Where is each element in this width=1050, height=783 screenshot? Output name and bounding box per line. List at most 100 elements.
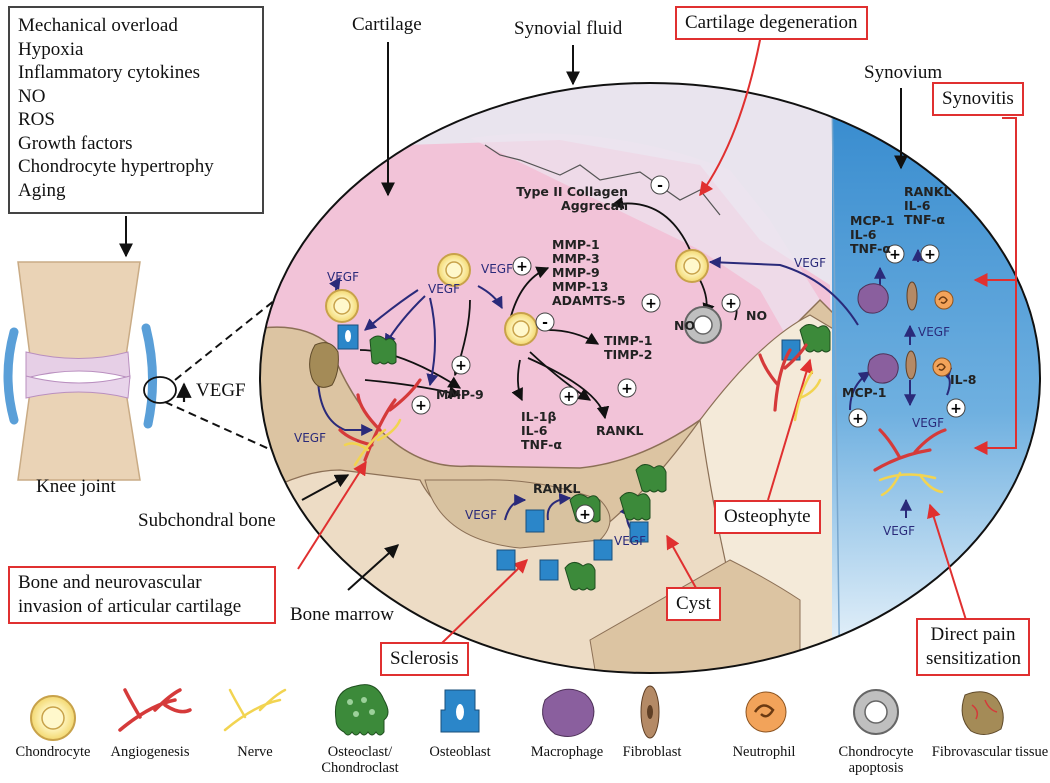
synovial-fluid-label: Synovial fluid bbox=[514, 18, 623, 39]
mediator-timp-group: TIMP-1 TIMP-2 bbox=[604, 334, 652, 362]
mediator-mmp1: MMP-1 bbox=[552, 237, 600, 252]
callout-cyst: Cyst bbox=[666, 587, 721, 621]
vegf-tag: VEGF bbox=[912, 416, 944, 430]
svg-text:+: + bbox=[455, 358, 467, 374]
plus-sign: + bbox=[848, 408, 868, 428]
knee-joint-label: Knee joint bbox=[36, 476, 116, 497]
callout-bone-invasion-line2: invasion of articular cartilage bbox=[18, 596, 242, 617]
subchondral-bone-label: Subchondral bone bbox=[138, 510, 276, 531]
legend-angiogenesis-icon bbox=[118, 688, 192, 732]
mediator-il6-syn: IL-6 bbox=[850, 227, 877, 242]
vegf-tag: VEGF bbox=[794, 256, 826, 270]
mediator-no-a: NO bbox=[674, 318, 696, 333]
mediator-mcp1: MCP-1 bbox=[850, 213, 895, 228]
risk-factor: ROS bbox=[18, 109, 55, 130]
legend-chondrocyte-apoptosis-icon bbox=[853, 689, 899, 735]
chondrocyte-icon bbox=[437, 253, 471, 287]
svg-text:+: + bbox=[924, 247, 936, 263]
callout-direct-pain: Direct pain sensitization bbox=[916, 618, 1030, 676]
cartilage-label: Cartilage bbox=[352, 14, 422, 35]
svg-text:+: + bbox=[415, 398, 427, 414]
plus-sign: + bbox=[946, 398, 966, 418]
mediator-mmp9-b: MMP-9 bbox=[436, 387, 484, 402]
neutrophil-icon bbox=[934, 290, 954, 310]
mediator-synovium-left-group: MCP-1 IL-6 TNF-α bbox=[850, 214, 894, 256]
legend-label-chondrocyte: Chondrocyte bbox=[15, 744, 91, 760]
fibroblast-icon bbox=[905, 350, 917, 380]
plus-sign: + bbox=[617, 378, 637, 398]
mediator-tnfa-syn: TNF-α bbox=[850, 241, 891, 256]
osteoclast-icon bbox=[369, 335, 397, 365]
minus-sign: - bbox=[535, 312, 555, 332]
vegf-tag: VEGF bbox=[614, 534, 646, 548]
legend-label-neutrophil: Neutrophil bbox=[732, 744, 796, 760]
mediator-mmp9: MMP-9 bbox=[552, 265, 600, 280]
mediator-rankl: RANKL bbox=[596, 423, 644, 438]
plus-sign: + bbox=[411, 395, 431, 415]
osteoclast-icon bbox=[619, 492, 651, 521]
fibrovascular-tissue-icon bbox=[309, 342, 339, 388]
vegf-tag: VEGF bbox=[465, 508, 497, 522]
legend-chondrocyte-icon bbox=[30, 695, 76, 741]
vegf-tag: VEGF bbox=[327, 270, 359, 284]
callout-cartilage-degeneration: Cartilage degeneration bbox=[675, 6, 868, 40]
mediator-collagen-line: Type II Collagen bbox=[516, 184, 628, 199]
mediator-collagen: Type II Collagen Aggrecan bbox=[498, 185, 628, 213]
plus-sign: + bbox=[512, 256, 532, 276]
macrophage-icon bbox=[857, 283, 889, 314]
svg-text:+: + bbox=[645, 296, 657, 312]
plus-sign: + bbox=[885, 244, 905, 264]
nerve-icon bbox=[343, 418, 402, 467]
mediator-mcp1-lower: MCP-1 bbox=[842, 385, 887, 400]
mediator-no-b: NO bbox=[746, 308, 768, 323]
knee-joint-illustration bbox=[3, 261, 177, 481]
angiogenesis-icon bbox=[758, 343, 808, 412]
vegf-tag: VEGF bbox=[428, 282, 460, 296]
nerve-icon bbox=[793, 370, 822, 422]
angiogenesis-icon bbox=[338, 378, 422, 462]
callout-bone-invasion-line1: Bone and neurovascular bbox=[18, 572, 202, 593]
legend-label-chondrocyte-apoptosis: Chondrocyte apoptosis bbox=[838, 744, 914, 776]
legend-fibrovascular-tissue-icon bbox=[961, 691, 1004, 735]
mediator-rankl-syn: RANKL bbox=[904, 184, 952, 199]
osteoclast-icon bbox=[635, 464, 667, 493]
chondrocyte-icon bbox=[675, 249, 709, 283]
osteoclast-icon bbox=[564, 562, 596, 591]
plus-sign: + bbox=[920, 244, 940, 264]
svg-text:-: - bbox=[542, 315, 548, 331]
svg-text:+: + bbox=[516, 259, 528, 275]
synovium-label: Synovium bbox=[864, 62, 943, 83]
legend-nerve-icon bbox=[223, 688, 287, 732]
mediator-timp1: TIMP-1 bbox=[604, 333, 653, 348]
legend-fibroblast-icon bbox=[640, 685, 660, 739]
chondrocyte-apoptosis-icon bbox=[684, 306, 722, 344]
osteoblast-icon bbox=[539, 559, 559, 581]
plus-sign: + bbox=[575, 504, 595, 524]
legend-label-osteoclast: Osteoclast/ Chondroclast bbox=[321, 744, 399, 776]
risk-factor: Hypoxia bbox=[18, 38, 84, 60]
callout-pain-line1: Direct pain bbox=[930, 624, 1016, 645]
mediator-mmp3: MMP-3 bbox=[552, 251, 600, 266]
osteoblast-icon bbox=[593, 539, 613, 561]
svg-text:+: + bbox=[950, 401, 962, 417]
vegf-tag: VEGF bbox=[918, 325, 950, 339]
osteoblast-icon bbox=[337, 324, 359, 350]
minus-sign: - bbox=[650, 175, 670, 195]
osteoblast-icon bbox=[496, 549, 516, 571]
vegf-tag: VEGF bbox=[481, 262, 513, 276]
risk-factor: Inflammatory cytokines bbox=[18, 62, 201, 83]
callout-bone-invasion: Bone and neurovascular invasion of artic… bbox=[8, 566, 276, 624]
svg-text:+: + bbox=[621, 381, 633, 397]
plus-sign: + bbox=[641, 293, 661, 313]
svg-text:+: + bbox=[579, 507, 591, 523]
callout-pain-line2: sensitization bbox=[926, 648, 1021, 669]
mediator-timp2: TIMP-2 bbox=[604, 347, 653, 362]
chondrocyte-icon bbox=[325, 289, 359, 323]
mediator-tnfa: TNF-α bbox=[521, 437, 562, 452]
risk-factor: Aging bbox=[18, 179, 66, 201]
svg-text:+: + bbox=[852, 411, 864, 427]
chondrocyte-icon bbox=[504, 312, 538, 346]
mediator-mmp-group: MMP-1 MMP-3 MMP-9 MMP-13 ADAMTS-5 bbox=[552, 238, 626, 308]
mediator-tnfa-syn2: TNF-α bbox=[904, 212, 945, 227]
